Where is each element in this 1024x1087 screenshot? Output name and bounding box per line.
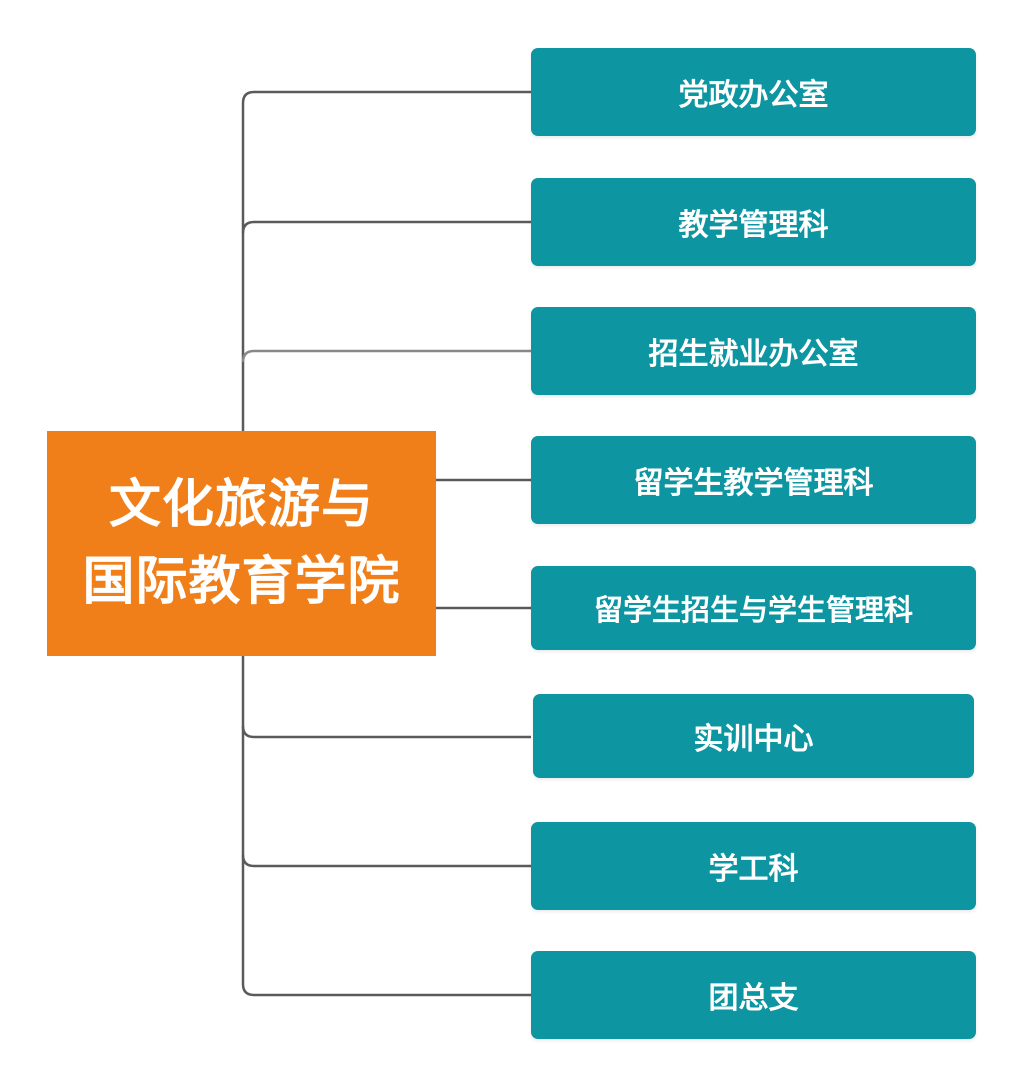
child-node-admissions-employment: 招生就业办公室: [531, 307, 976, 395]
connector-branch: [241, 220, 531, 234]
child-node-training-center: 实训中心: [533, 694, 974, 778]
child-node-intl-teaching: 留学生教学管理科: [531, 436, 976, 524]
child-node-youth-league: 团总支: [531, 951, 976, 1039]
child-node-teaching-management: 教学管理科: [531, 178, 976, 266]
child-node-student-affairs: 学工科: [531, 822, 976, 910]
connector-branch: [241, 349, 531, 363]
child-node-party-office: 党政办公室: [531, 48, 976, 136]
connector-trunk: [241, 656, 531, 997]
connector-branch: [241, 854, 531, 868]
connector-trunk: [241, 90, 531, 431]
child-node-intl-admissions: 留学生招生与学生管理科: [531, 566, 976, 650]
root-node: 文化旅游与 国际教育学院: [47, 431, 436, 656]
connector-branch: [241, 725, 531, 739]
root-title-line-2: 国际教育学院: [82, 551, 401, 612]
root-title-line-1: 文化旅游与: [108, 474, 374, 535]
